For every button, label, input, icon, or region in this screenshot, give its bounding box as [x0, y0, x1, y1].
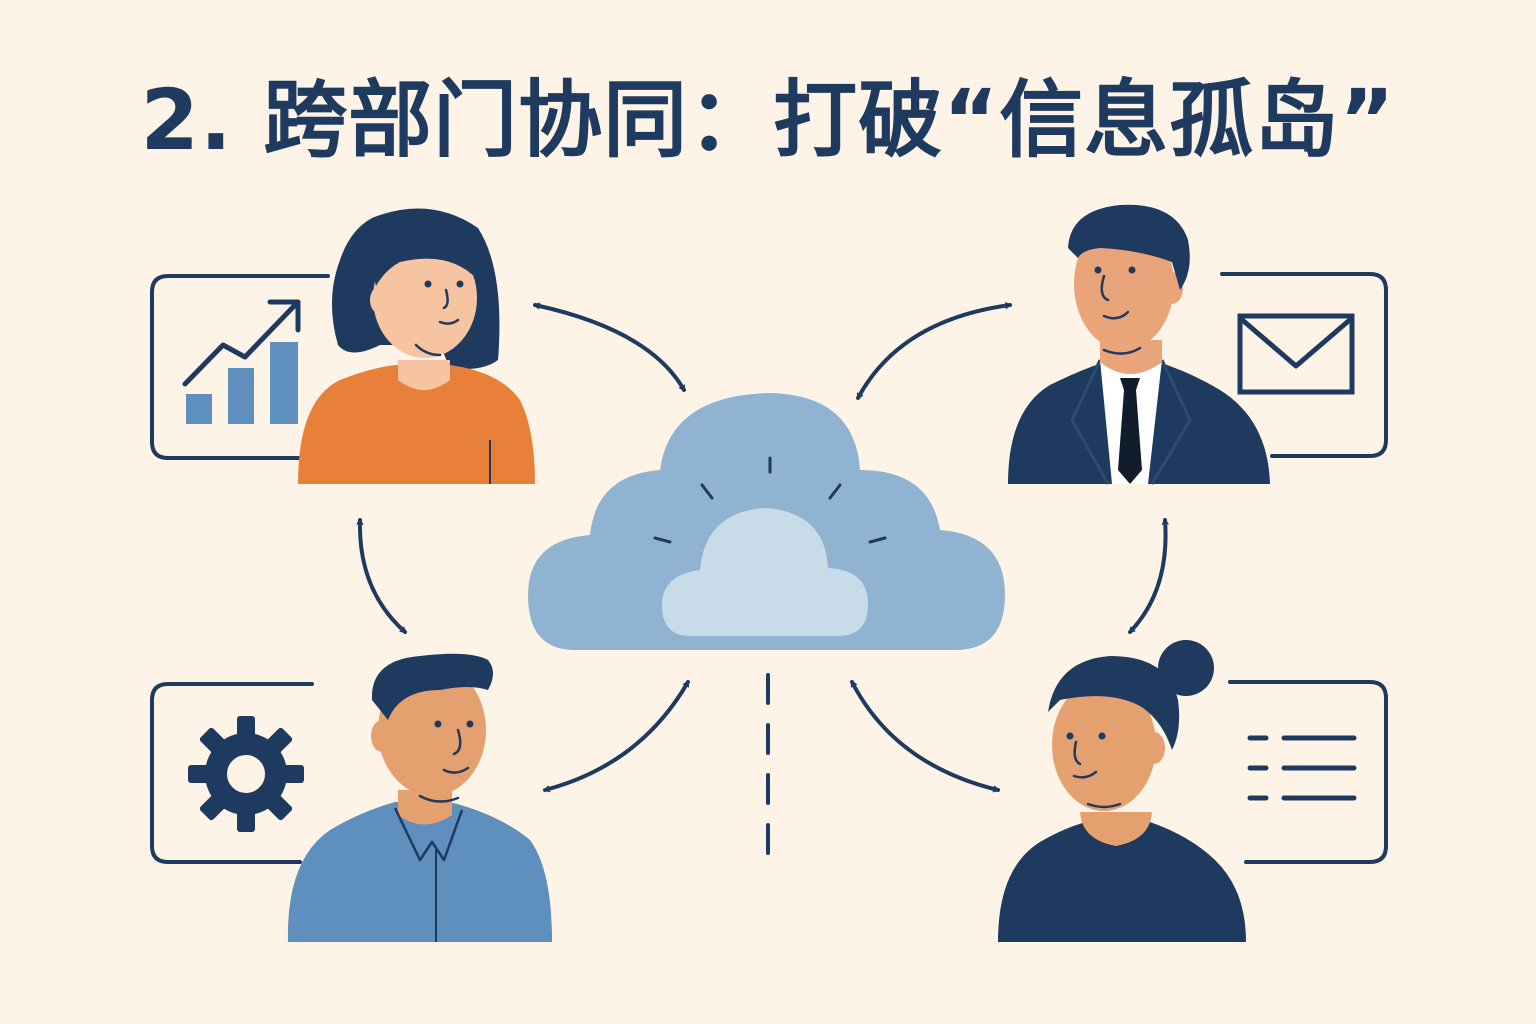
- gear-icon: [188, 716, 304, 832]
- double-headed-arrow-icon: [1128, 518, 1169, 634]
- connector-arrows: [356, 302, 1169, 793]
- double-headed-arrow-icon: [850, 680, 1000, 793]
- man-blue-shirt-avatar: [287, 653, 552, 942]
- man-suit-tie-avatar: [1008, 204, 1270, 485]
- card-settings: [150, 682, 314, 864]
- double-headed-arrow-icon: [856, 302, 1012, 400]
- cloud-ray-marks: [653, 456, 887, 544]
- double-headed-arrow-icon: [533, 302, 686, 392]
- card-mail: [1220, 272, 1388, 458]
- woman-orange-shirt-avatar: [298, 208, 535, 484]
- double-headed-arrow-icon: [543, 680, 690, 793]
- diagram-title: 2. 跨部门协同：打破“信息孤岛”: [140, 71, 1396, 169]
- woman-hair-bun-avatar: [998, 640, 1246, 942]
- envelope-icon: [1237, 313, 1355, 395]
- bar-chart-icon: [182, 299, 301, 424]
- card-document: [1228, 680, 1388, 864]
- list-document-icon: [1247, 735, 1357, 801]
- card-analytics: [150, 274, 330, 460]
- cloud-icon: [528, 393, 1005, 872]
- double-headed-arrow-icon: [356, 518, 407, 634]
